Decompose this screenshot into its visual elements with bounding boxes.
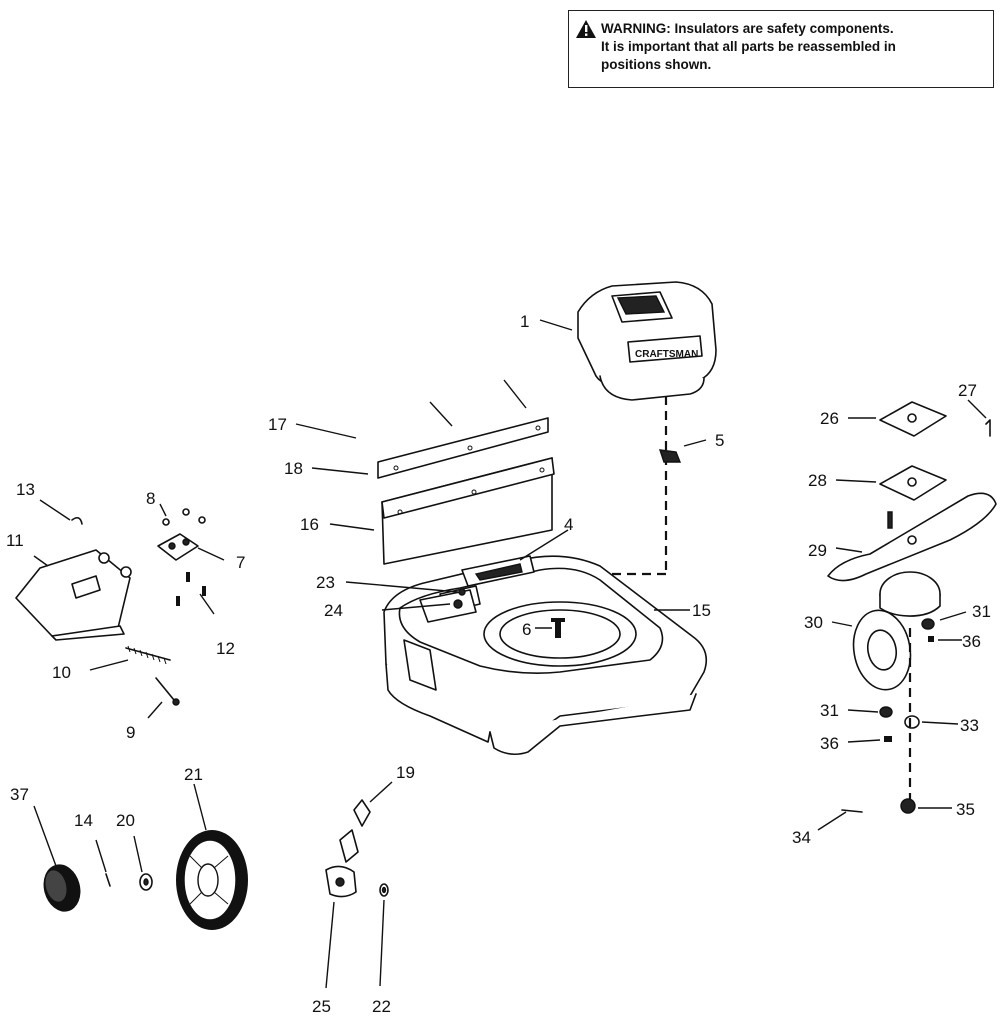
clip-part-14 <box>105 873 111 887</box>
callout-15: 15 <box>692 601 711 620</box>
callout-16: 16 <box>300 515 319 534</box>
lever-part-19 <box>353 799 371 827</box>
screws-part-12 <box>176 572 206 606</box>
callout-21: 21 <box>184 765 203 784</box>
warning-line-1: Insulators are safety components. <box>674 21 894 36</box>
deflector-bar <box>377 417 549 479</box>
wheel-part-21 <box>176 830 248 930</box>
rear-door-bracket <box>419 588 477 623</box>
callout-17: 17 <box>268 415 287 434</box>
callout-9: 9 <box>126 723 135 742</box>
callout-20: 20 <box>116 811 135 830</box>
callout-36-lower: 36 <box>820 734 839 753</box>
warning-line-2: It is important that all parts be reasse… <box>601 39 896 54</box>
callout-14: 14 <box>74 811 93 830</box>
callout-4: 4 <box>564 515 573 534</box>
warning-box: WARNING: Insulators are safety component… <box>568 10 994 88</box>
washer-part-20 <box>139 873 153 891</box>
rod-part-9 <box>155 677 180 706</box>
nut-part-22 <box>379 883 389 897</box>
callout-30: 30 <box>804 613 823 632</box>
callout-24: 24 <box>324 601 343 620</box>
motor-cover: CRAFTSMAN <box>577 281 717 401</box>
callout-23: 23 <box>316 573 335 592</box>
callout-22: 22 <box>372 997 391 1016</box>
leader-lines <box>33 319 987 989</box>
callout-37: 37 <box>10 785 29 804</box>
bolt-part-6 <box>551 618 565 638</box>
insulator-part-5 <box>658 449 682 463</box>
callout-19: 19 <box>396 763 415 782</box>
deflector-plate <box>381 457 555 565</box>
callout-6: 6 <box>522 620 531 639</box>
callout-18: 18 <box>284 459 303 478</box>
callout-33: 33 <box>960 716 979 735</box>
warning-line-3: positions shown. <box>601 57 712 72</box>
brand-label: CRAFTSMAN <box>635 349 698 360</box>
callout-5: 5 <box>715 431 724 450</box>
warning-triangle-icon <box>576 20 596 38</box>
callout-8: 8 <box>146 489 155 508</box>
hub-cap <box>43 864 81 912</box>
callout-labels: 1 4 5 6 7 8 9 10 11 12 13 14 15 16 17 18… <box>6 312 991 1016</box>
callout-36-upper: 36 <box>962 632 981 651</box>
callout-11: 11 <box>6 531 24 550</box>
mower-deck <box>383 555 708 756</box>
callout-26: 26 <box>820 409 839 428</box>
callout-7: 7 <box>236 553 245 572</box>
spring-part-10 <box>125 645 171 665</box>
callout-35: 35 <box>956 800 975 819</box>
callout-31-upper: 31 <box>972 602 991 621</box>
callout-12: 12 <box>216 639 235 658</box>
callout-25: 25 <box>312 997 331 1016</box>
height-adjuster <box>325 829 359 898</box>
warning-heading: WARNING: <box>601 21 671 36</box>
blade-assembly <box>827 401 997 814</box>
clip-part-13 <box>71 516 83 525</box>
hinge-bracket <box>157 508 206 561</box>
callout-1: 1 <box>520 312 529 331</box>
callout-27: 27 <box>958 381 977 400</box>
callout-34: 34 <box>792 828 811 847</box>
rear-flap <box>15 549 132 641</box>
callout-29: 29 <box>808 541 827 560</box>
callout-28: 28 <box>808 471 827 490</box>
callout-13: 13 <box>16 480 35 499</box>
callout-31-lower: 31 <box>820 701 839 720</box>
callout-10: 10 <box>52 663 71 682</box>
